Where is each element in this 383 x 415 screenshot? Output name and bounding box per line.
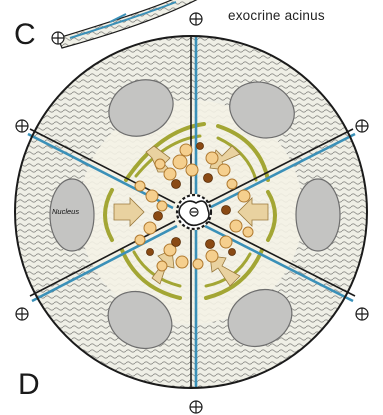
granule xyxy=(180,144,192,156)
granule xyxy=(157,201,167,211)
granule xyxy=(243,227,253,237)
granule xyxy=(135,181,145,191)
granule xyxy=(230,220,242,232)
dense-granule xyxy=(204,174,213,183)
circled-plus-icon xyxy=(356,308,368,320)
circled-plus-icon xyxy=(190,13,202,25)
granule xyxy=(186,164,198,176)
nucleus-3 xyxy=(296,179,340,251)
nucleus-label: Nucleus xyxy=(52,207,79,216)
circled-plus-icon xyxy=(16,308,28,320)
dense-granule xyxy=(172,238,181,247)
dense-granule xyxy=(222,206,231,215)
central-lumen xyxy=(177,195,211,229)
granule xyxy=(193,259,203,269)
granule xyxy=(220,236,232,248)
dense-granule xyxy=(229,249,236,256)
dense-granule xyxy=(172,180,181,189)
dense-granule xyxy=(147,249,154,256)
granule xyxy=(176,256,188,268)
dense-granule xyxy=(154,212,163,221)
granule xyxy=(206,152,218,164)
granule xyxy=(155,159,165,169)
granule xyxy=(206,250,218,262)
granule xyxy=(164,168,176,180)
granule xyxy=(218,164,230,176)
dense-granule xyxy=(206,240,215,249)
circled-plus-icon xyxy=(356,120,368,132)
granule xyxy=(227,179,237,189)
acinus-d-disc: Nucleus xyxy=(15,36,367,388)
dense-granule xyxy=(197,143,204,150)
granule xyxy=(157,261,167,271)
granule xyxy=(173,155,187,169)
circled-plus-icon xyxy=(52,32,64,44)
granule xyxy=(146,190,158,202)
circled-plus-icon xyxy=(16,120,28,132)
granule xyxy=(135,235,145,245)
granule xyxy=(144,222,156,234)
granule xyxy=(238,190,250,202)
circled-plus-icon xyxy=(190,401,202,413)
